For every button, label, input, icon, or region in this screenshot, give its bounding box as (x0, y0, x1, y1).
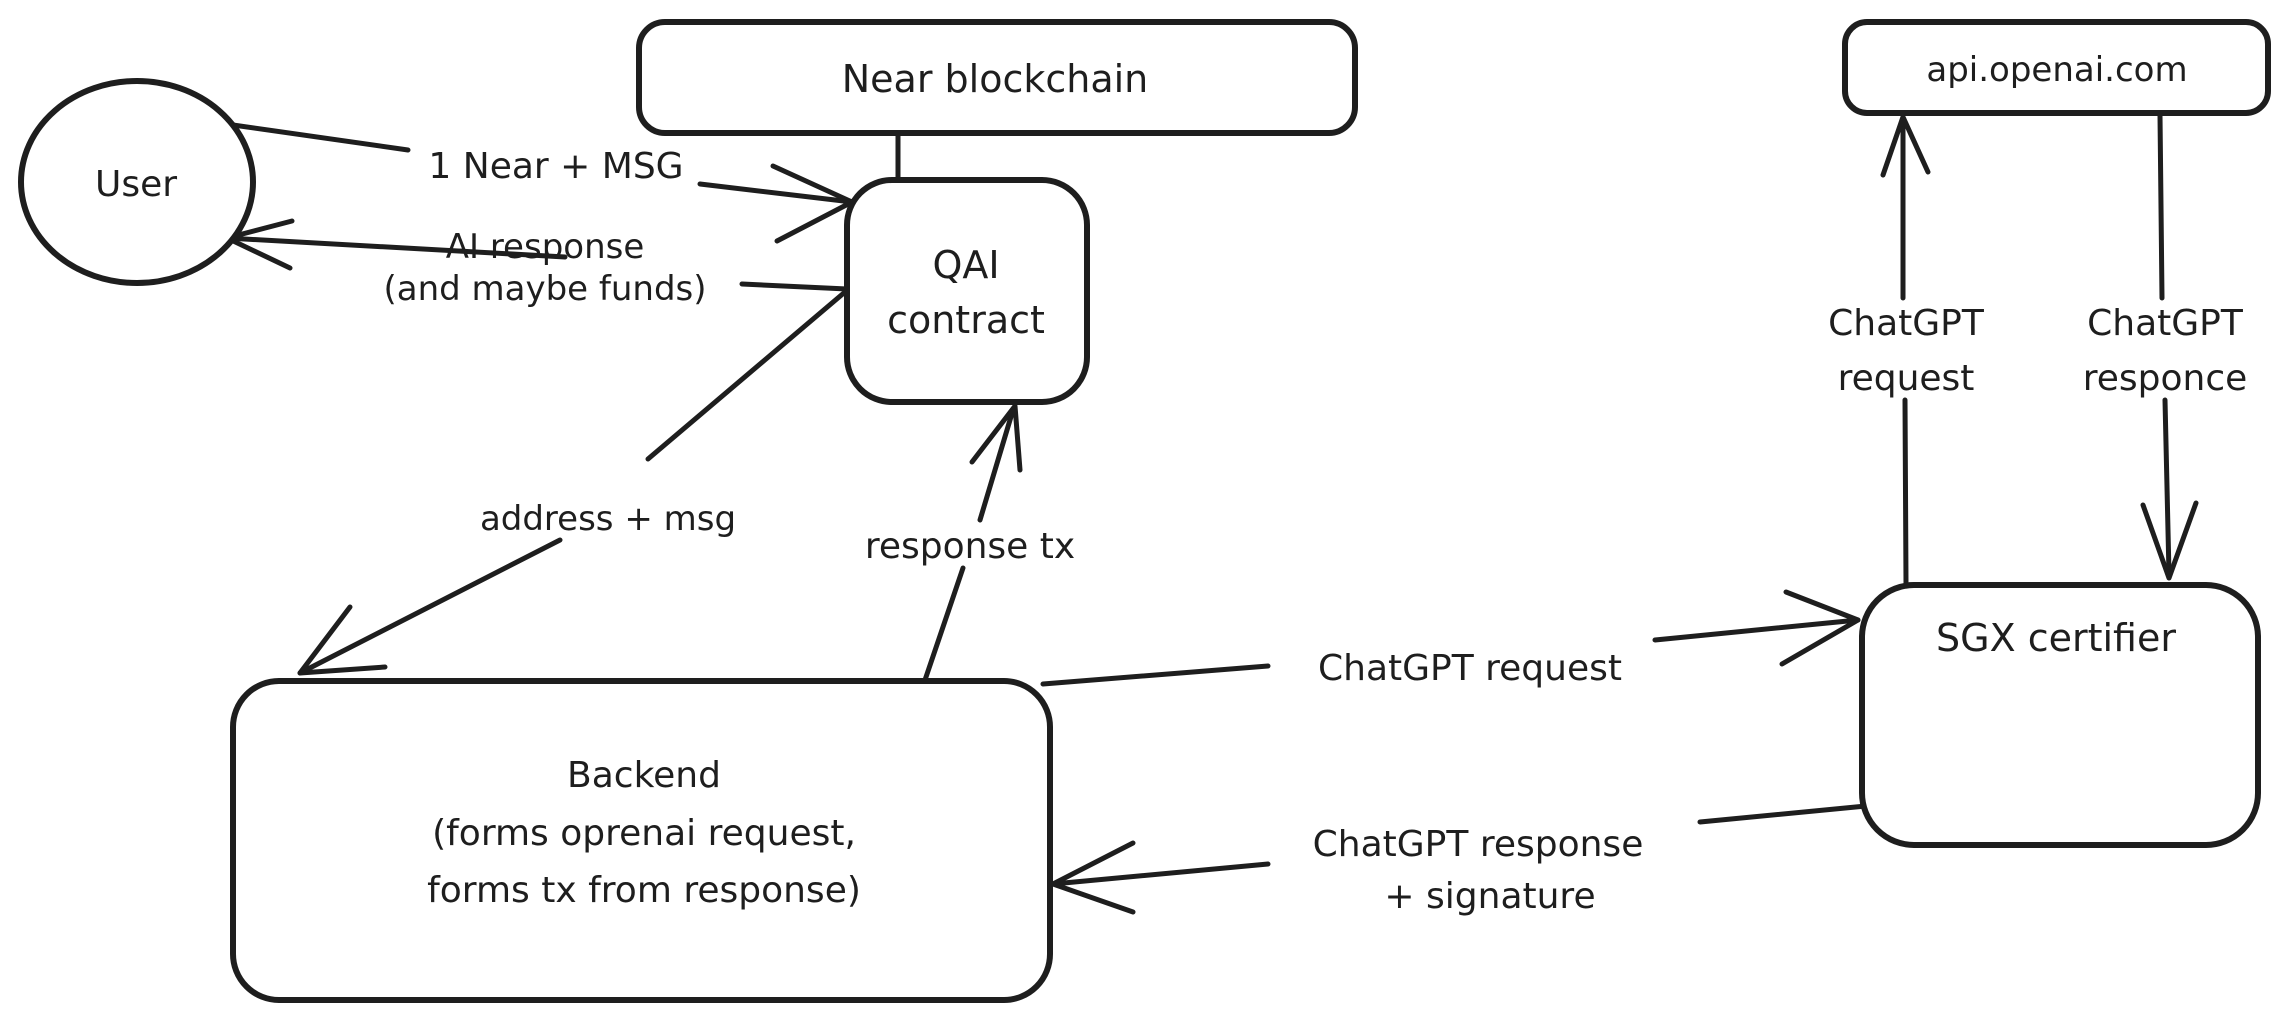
edge-line (230, 122, 855, 205)
edge-label-line1: ChatGPT response (1313, 824, 1644, 865)
user-ellipse (18, 78, 256, 286)
arrowhead (1779, 589, 1861, 667)
arrowhead (1050, 840, 1136, 915)
node-qai-contract: QAI contract (844, 177, 1090, 405)
edge-label-line2: responce (2083, 358, 2248, 399)
api-openai-rect (1842, 19, 2271, 116)
edge-backend-to-qai: response tx (865, 403, 1075, 683)
node-near-blockchain: Near blockchain (636, 19, 1358, 136)
node-label-line1: QAI (932, 243, 999, 287)
qai-contract-rect (844, 177, 1090, 405)
edge-sgx-to-backend: ChatGPT response + signature (1050, 803, 1869, 917)
node-label-line3: forms tx from response) (427, 870, 861, 911)
node-api-openai: api.openai.com (1842, 19, 2271, 116)
node-user: User (18, 78, 256, 286)
arrowhead (770, 163, 855, 244)
edge-label-line1: ChatGPT (1828, 303, 1985, 344)
edge-label: 1 Near + MSG (428, 146, 683, 187)
edge-line (297, 289, 848, 676)
edge-line (1040, 617, 1861, 687)
edge-qai-to-backend: address + msg (297, 289, 848, 676)
edge-label-line1: AI response (446, 227, 645, 267)
node-label-line2: (forms oprenai request, (432, 813, 856, 854)
node-label-line1: Backend (567, 755, 721, 796)
arrowhead (969, 403, 1023, 473)
edge-user-to-qai: 1 Near + MSG (230, 122, 855, 244)
arrowhead (2140, 500, 2199, 581)
node-label: User (95, 164, 177, 205)
edge-line (922, 407, 1016, 683)
edge-label: response tx (865, 526, 1075, 567)
near-blockchain-rect (636, 19, 1358, 136)
node-label: SGX certifier (1936, 616, 2176, 660)
node-sgx-certifier: SGX certifier (1859, 582, 2261, 848)
node-label: Near blockchain (842, 57, 1149, 101)
sgx-certifier-rect (1859, 582, 2261, 848)
edge-label-line1: ChatGPT (2087, 303, 2244, 344)
edge-line (1900, 117, 1909, 586)
edge-label: address + msg (480, 499, 736, 539)
edge-qai-to-user: AI response (and maybe funds) (224, 218, 850, 309)
edge-line (1050, 803, 1869, 887)
edge-label: ChatGPT request (1318, 648, 1622, 689)
edge-sgx-to-api: ChatGPT request (1828, 114, 1985, 586)
edge-backend-to-sgx: ChatGPT request (1040, 589, 1861, 689)
edge-line (224, 235, 850, 292)
edge-label-line2: request (1838, 358, 1975, 399)
edge-label-line2: + signature (1384, 876, 1595, 917)
node-label-line2: contract (887, 298, 1045, 342)
node-backend: Backend (forms oprenai request, forms tx… (230, 678, 1053, 1003)
edge-label-line2: (and maybe funds) (383, 269, 706, 309)
backend-rect (230, 678, 1053, 1003)
node-label: api.openai.com (1926, 50, 2187, 90)
arrowhead (1880, 114, 1931, 178)
arrowhead (297, 604, 388, 676)
edge-line (2157, 112, 2172, 577)
edge-api-to-sgx: ChatGPT responce (2083, 112, 2248, 581)
